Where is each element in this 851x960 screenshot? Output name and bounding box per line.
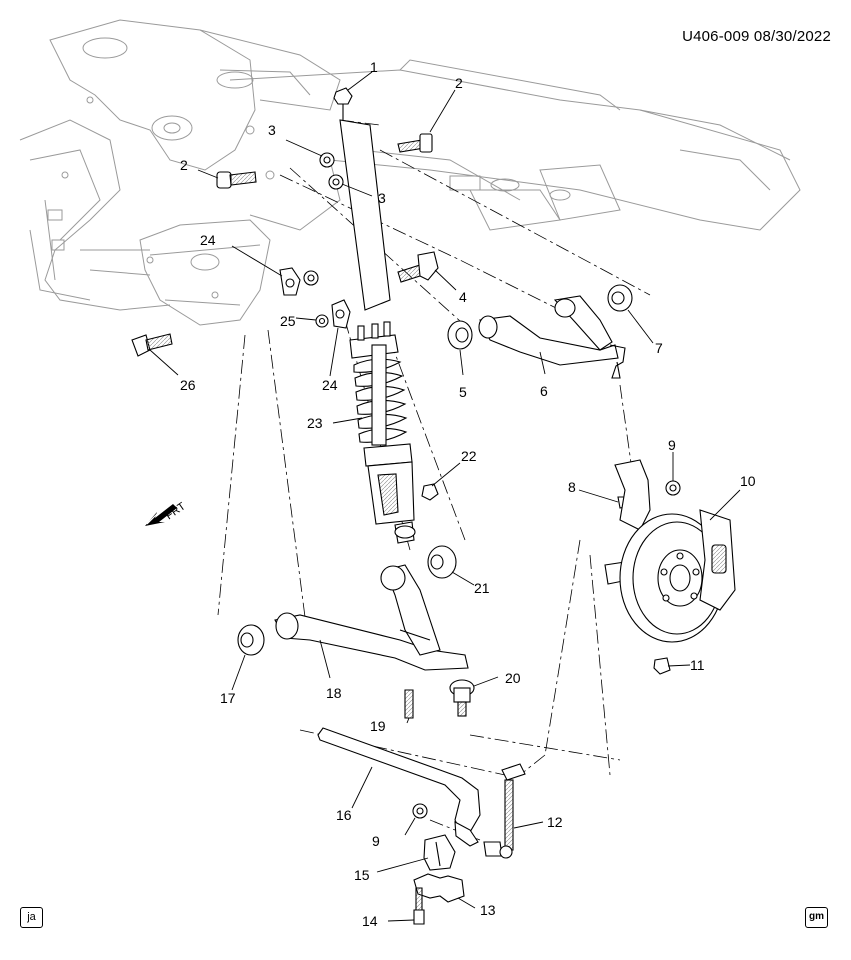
callout-25: 25 [280, 313, 296, 329]
part-13-bushing-bracket [413, 873, 465, 903]
callout-leaders [149, 71, 741, 922]
callout-2-left: 2 [180, 157, 188, 173]
part-3-nut-b [328, 174, 344, 190]
part-2-bolt-left [216, 171, 257, 189]
callout-7: 7 [655, 340, 663, 356]
callout-19: 19 [370, 718, 386, 734]
callout-6: 6 [540, 383, 548, 399]
part-14-bolt [413, 887, 425, 925]
part-20-ball-joint [449, 679, 475, 717]
callout-10: 10 [740, 473, 756, 489]
front-arrow-icon: FRT [145, 500, 188, 526]
callout-26: 26 [180, 377, 196, 393]
diagram-code: U406-009 08/30/2022 [682, 28, 831, 45]
assembly-leader-lines [217, 119, 651, 841]
part-1-nut [333, 87, 353, 120]
callout-23: 23 [307, 415, 323, 431]
part-26-cam-bolt [131, 333, 173, 357]
part-21-bushing [427, 545, 457, 579]
callout-1: 1 [370, 59, 378, 75]
callout-22: 22 [461, 448, 477, 464]
callout-14: 14 [362, 913, 378, 929]
callout-5: 5 [459, 384, 467, 400]
vehicle-frame [19, 19, 801, 326]
callout-16: 16 [336, 807, 352, 823]
callout-24-upper: 24 [200, 232, 216, 248]
part-24-cam-washer-lower [331, 299, 351, 329]
part-9-nut-lower [412, 803, 428, 819]
part-19-bolt [404, 689, 414, 719]
part-7-bushing [607, 284, 633, 312]
callout-12: 12 [547, 814, 563, 830]
source-badge-left: ja [20, 907, 43, 928]
part-24-cam-washer-upper [279, 267, 301, 296]
callout-17: 17 [220, 690, 236, 706]
part-11-wheel-nut [653, 657, 671, 675]
upper-mount-post [339, 119, 391, 311]
callout-8: 8 [568, 479, 576, 495]
part-5-bushing [447, 320, 473, 350]
callout-3-lower: 3 [378, 190, 386, 206]
part-16-stabilizer-bar [317, 727, 481, 847]
callout-2-upper: 2 [455, 75, 463, 91]
callout-15: 15 [354, 867, 370, 883]
part-4-cam-bolt [397, 251, 439, 283]
brand-logo-badge: gm [805, 907, 828, 928]
part-23-coilover-shock [349, 321, 416, 544]
part-25-nut [315, 314, 329, 328]
part-12-stabilizer-link [483, 763, 526, 859]
callout-24-lower: 24 [322, 377, 338, 393]
part-22-nut [421, 483, 439, 501]
part-15-stabilizer-bushing [423, 834, 456, 871]
callout-4: 4 [459, 289, 467, 305]
part-24-nut [303, 270, 319, 286]
part-9-nut-upper [665, 480, 681, 496]
part-3-nut-a [319, 152, 335, 168]
part-18-lower-control-arm [274, 564, 469, 671]
part-10-brake-rotor-caliper [619, 509, 736, 643]
part-17-bushing [237, 624, 265, 656]
callout-13: 13 [480, 902, 496, 918]
part-6-upper-control-arm [478, 295, 626, 379]
callout-20: 20 [505, 670, 521, 686]
callout-21: 21 [474, 580, 490, 596]
part-2-bolt-upper [397, 133, 433, 153]
callout-9-upper: 9 [668, 437, 676, 453]
frt-label: FRT [164, 500, 188, 522]
callout-3-upper: 3 [268, 122, 276, 138]
callout-11: 11 [690, 657, 705, 673]
callout-9-lower: 9 [372, 833, 380, 849]
callout-18: 18 [326, 685, 342, 701]
